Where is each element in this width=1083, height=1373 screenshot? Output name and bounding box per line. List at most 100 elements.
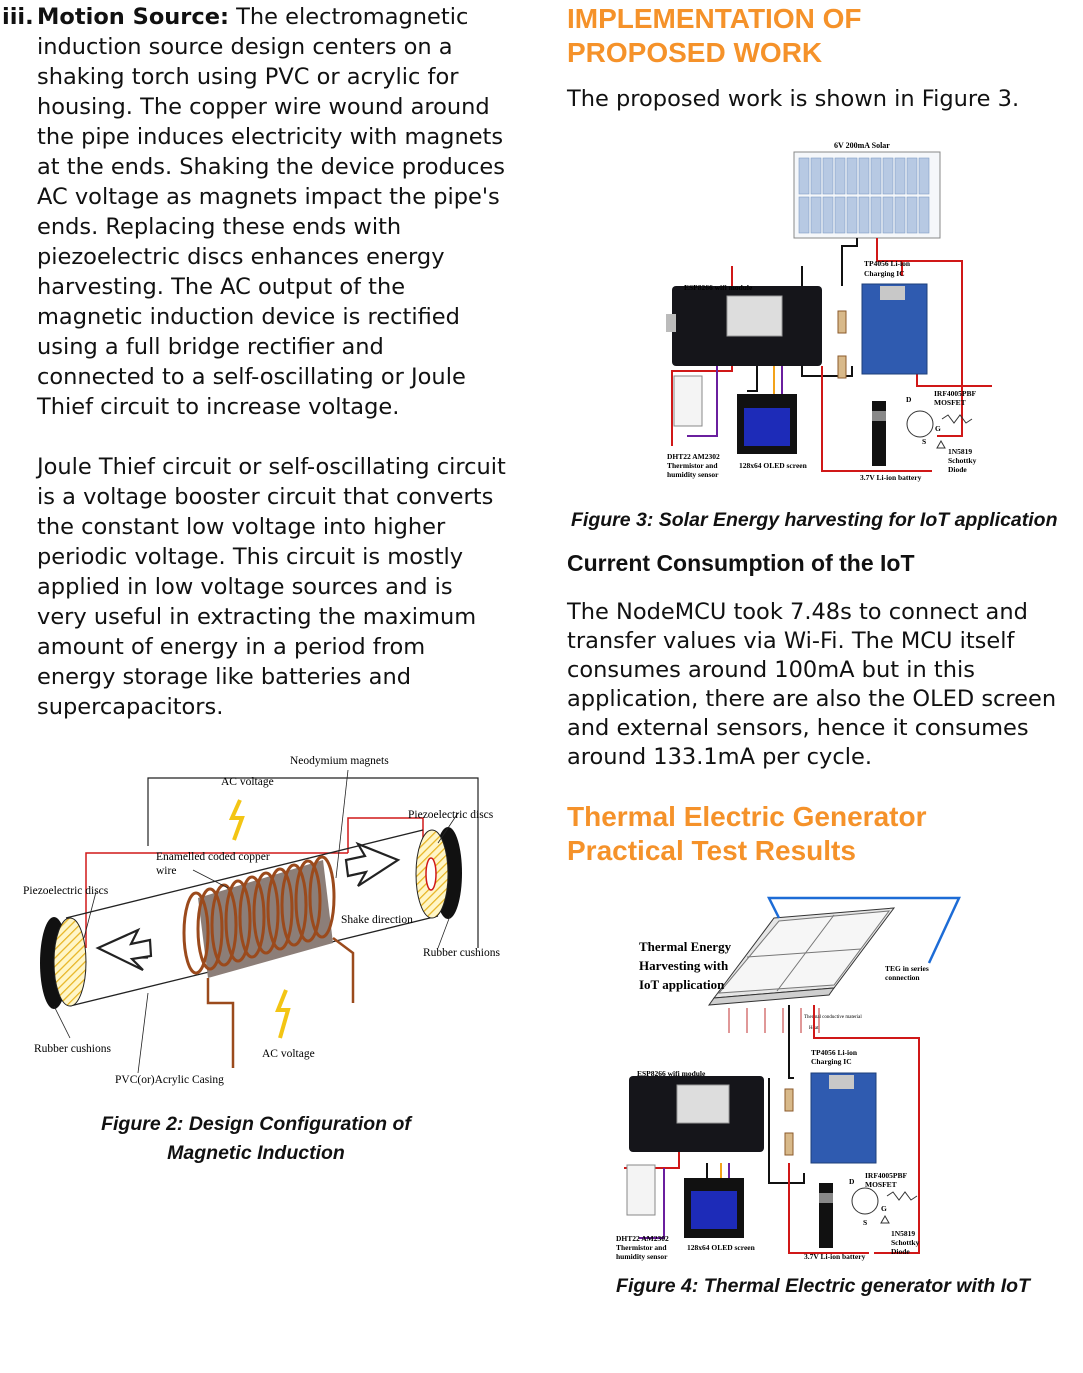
label-ac-voltage-bottom: AC voltage xyxy=(262,1048,315,1060)
label-battery: 3.7V Li-ion battery xyxy=(860,473,922,482)
label-dht-2: Thermistor and xyxy=(667,461,718,470)
label-ac-voltage-top: AC voltage xyxy=(221,776,274,788)
label-fig4-irf-1: IRF4005PBF xyxy=(865,1171,908,1180)
fig4-li-ion-battery xyxy=(819,1183,833,1248)
left-piezo-disc xyxy=(53,917,87,1007)
figure-2-caption: Figure 2: Design Configuration of Magnet… xyxy=(0,1110,512,1168)
blue-wire-right xyxy=(874,896,961,964)
motion-source-body: Motion Source: The electromagnetic induc… xyxy=(37,2,507,722)
label-irf-1: IRF4005PBF xyxy=(934,389,977,398)
coil-lead-right xyxy=(332,937,355,1003)
solar-cells xyxy=(798,157,930,234)
current-consumption-text: The NodeMCU took 7.48s to connect and tr… xyxy=(567,599,1057,770)
label-fig4-oled: 128x64 OLED screen xyxy=(687,1243,756,1252)
label-neodymium-magnets: Neodymium magnets xyxy=(290,755,389,767)
usb-port xyxy=(666,314,676,332)
label-diode-2: Schottky xyxy=(948,456,977,465)
label-tp4056-1: TP4056 Li-ion xyxy=(864,259,911,268)
label-esp: ESP8266 wifi module xyxy=(684,283,753,292)
label-irf-2: MOSFET xyxy=(934,398,966,407)
shake-arrow-right-icon xyxy=(344,841,401,887)
label-solar: 6V 200mA Solar xyxy=(834,141,890,150)
label-fig4-dht-1: DHT22 AM2302 xyxy=(616,1234,669,1243)
label-diode-1: 1N5819 xyxy=(948,447,972,456)
label-pin-g: G xyxy=(935,424,941,433)
right-piezo-hole xyxy=(425,857,437,891)
label-pin-s: S xyxy=(922,437,926,446)
label-fig4-pin-g: G xyxy=(881,1204,887,1213)
label-dht-1: DHT22 AM2302 xyxy=(667,452,720,461)
teg-heading: Thermal Electric Generator Practical Tes… xyxy=(567,800,926,868)
lightning-bottom-icon xyxy=(275,989,291,1039)
motion-source-text: The electromagnetic induction source des… xyxy=(37,4,505,420)
red-lead-wire-right xyxy=(347,817,424,853)
label-rubber-right: Rubber cushions xyxy=(423,947,501,959)
label-rubber-left: Rubber cushions xyxy=(34,1043,112,1055)
current-consumption-heading: Current Consumption of the IoT xyxy=(567,550,915,576)
label-enamelled-wire-1: Enamelled coded copper xyxy=(156,851,270,863)
label-fig4-pin-s: S xyxy=(863,1218,867,1227)
figure-4-teg-iot-circuit: Thermal Energy Harvesting with IoT appli… xyxy=(616,896,961,1261)
label-fig4-dht-2: Thermistor and xyxy=(616,1243,667,1252)
label-oled: 128x64 OLED screen xyxy=(739,461,808,470)
implementation-intro: The proposed work is shown in Figure 3. xyxy=(567,86,1020,112)
oled-display-area xyxy=(744,408,790,446)
label-fig4-irf-2: MOSFET xyxy=(865,1180,897,1189)
red-lead-wire xyxy=(85,852,348,948)
label-thermal: Thermal conductive material xyxy=(804,1015,862,1020)
fig4-esp-module-chip xyxy=(676,1084,730,1124)
esp-module-chip xyxy=(726,295,783,337)
figure-2-caption-line-1: Figure 2: Design Configuration of xyxy=(101,1113,411,1135)
label-enamelled-wire-2: wire xyxy=(156,865,176,877)
label-teg-1: TEG in series xyxy=(885,964,929,973)
mosfet-symbol xyxy=(906,410,934,438)
fig4-resistor-2 xyxy=(784,1132,794,1156)
black-wire-top xyxy=(147,777,479,948)
label-fig4-battery: 3.7V Li-ion battery xyxy=(804,1252,866,1261)
heat-arrows xyxy=(728,1008,820,1033)
copper-coil xyxy=(182,855,336,975)
resistor-symbol xyxy=(941,414,973,424)
resistor-1 xyxy=(837,310,847,334)
teg-heading-line-1: Thermal Electric Generator xyxy=(567,801,927,832)
fig4-oled-display-area xyxy=(691,1191,737,1229)
label-fig4-tp4056-1: TP4056 Li-ion xyxy=(811,1048,858,1057)
fig4-mosfet-symbol xyxy=(851,1187,879,1215)
figure-3-caption: Figure 3: Solar Energy harvesting for Io… xyxy=(571,509,1058,531)
resistor-2 xyxy=(837,355,847,379)
motion-source-lead: Motion Source: xyxy=(37,4,229,30)
motion-source-paragraph: Motion Source: The electromagnetic induc… xyxy=(37,2,507,422)
label-piezo-left: Piezoelectric discs xyxy=(23,885,109,897)
lightning-top-icon xyxy=(228,799,245,841)
figure-3-solar-iot-circuit: 6V 200mA Solar ESP8266 wifi module TP405… xyxy=(666,141,992,482)
label-fig4-pin-d: D xyxy=(849,1177,855,1186)
label-fig4-diode-3: Diode xyxy=(891,1247,910,1256)
list-marker: iii. xyxy=(2,4,34,30)
teg-heading-line-2: Practical Test Results xyxy=(567,835,856,866)
label-tp4056-2: Charging IC xyxy=(864,269,905,278)
label-diode-3: Diode xyxy=(948,465,967,474)
shake-arrow-left-icon xyxy=(95,927,153,971)
label-casing: PVC(or)Acrylic Casing xyxy=(115,1074,224,1086)
blue-wire-left xyxy=(766,896,874,919)
diode-symbol xyxy=(936,439,946,449)
label-dht-3: humidity sensor xyxy=(667,470,719,479)
label-fig4-esp: ESP8266 wifi module xyxy=(637,1069,706,1078)
joule-thief-paragraph: Joule Thief circuit or self-oscillating … xyxy=(37,454,506,720)
figure-2-magnetic-induction-diagram: Neodymium magnets AC voltage Piezoelectr… xyxy=(23,755,501,1086)
label-fig4-tp4056-2: Charging IC xyxy=(811,1057,852,1066)
fig4-resistor-1 xyxy=(784,1088,794,1112)
label-fig4-title-2: Harvesting with xyxy=(639,958,729,973)
label-teg-2: connection xyxy=(885,973,920,982)
label-fig4-diode-2: Schottky xyxy=(891,1238,920,1247)
coil-lead-left xyxy=(206,978,235,1068)
label-pin-d: D xyxy=(906,395,912,404)
fig4-dht22-sensor xyxy=(626,1164,656,1216)
tube-top-edge xyxy=(65,829,424,919)
figure-4-caption: Figure 4: Thermal Electric generator wit… xyxy=(616,1275,1030,1297)
label-fig4-dht-3: humidity sensor xyxy=(616,1252,668,1261)
implementation-heading: IMPLEMENTATION OF PROPOSED WORK xyxy=(567,3,862,68)
label-fig4-title-1: Thermal Energy xyxy=(639,939,732,954)
label-piezo-right: Piezoelectric discs xyxy=(408,809,494,821)
label-fig4-title-3: IoT application xyxy=(639,977,725,992)
